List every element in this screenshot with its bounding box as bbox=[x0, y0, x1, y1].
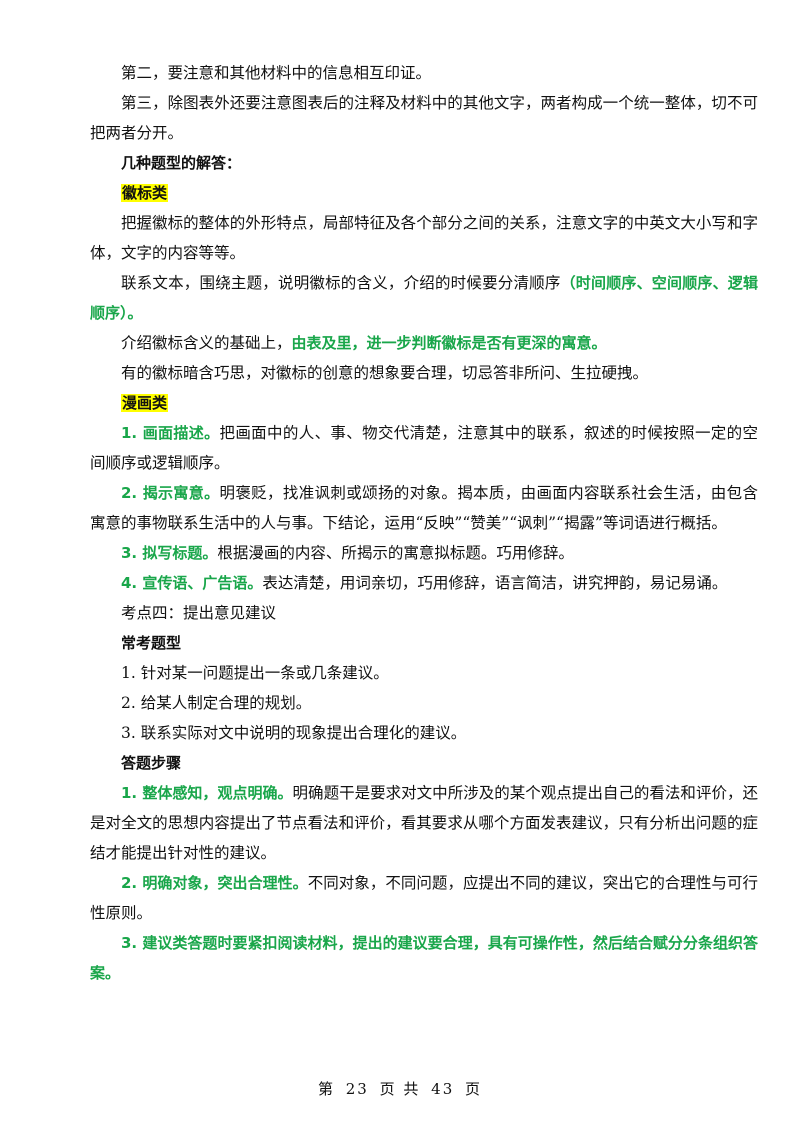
paragraph: 2. 揭示寓意。明褒贬，找准讽刺或颂扬的对象。揭本质，由画面内容联系社会生活，由… bbox=[90, 478, 758, 538]
paragraph: 1. 画面描述。把画面中的人、事、物交代清楚，注意其中的联系，叙述的时候按照一定… bbox=[90, 418, 758, 478]
paragraph: 3. 拟写标题。根据漫画的内容、所揭示的寓意拟标题。巧用修辞。 bbox=[90, 538, 758, 568]
paragraph: 第三，除图表外还要注意图表后的注释及材料中的其他文字，两者构成一个统一整体，切不… bbox=[90, 88, 758, 148]
list-item-text: 3. 联系实际对文中说明的现象提出合理化的建议。 bbox=[121, 724, 467, 742]
paragraph-text: 第三，除图表外还要注意图表后的注释及材料中的其他文字，两者构成一个统一整体，切不… bbox=[90, 94, 758, 142]
heading-text: 几种题型的解答： bbox=[121, 154, 242, 172]
green-emphasis: 3. 建议类答题时要紧扣阅读材料，提出的建议要合理，具有可操作性，然后结合赋分分… bbox=[90, 934, 758, 982]
paragraph-text: 联系文本，围绕主题，说明徽标的含义，介绍的时候要分清顺序 bbox=[121, 274, 561, 292]
paragraph: 1. 整体感知，观点明确。明确题干是要求对文中所涉及的某个观点提出自己的看法和评… bbox=[90, 778, 758, 868]
paragraph-text: 介绍徽标含义的基础上， bbox=[121, 334, 292, 352]
green-emphasis: 1. 整体感知，观点明确。 bbox=[121, 784, 293, 802]
section-heading: 几种题型的解答： bbox=[90, 148, 758, 178]
paragraph-text: 不同对象，不同问题，应提出不同的建议，突出它的合理性与可行性原则。 bbox=[90, 874, 758, 922]
paragraph-text: 明确题干是要求对文中所涉及的某个观点提出自己的看法和评价，还是对全文的思想内容提… bbox=[90, 784, 758, 862]
paragraph-text: 第二，要注意和其他材料中的信息相互印证。 bbox=[121, 64, 432, 82]
green-emphasis: 3. 拟写标题。 bbox=[121, 544, 218, 562]
paragraph-text: 明褒贬，找准讽刺或颂扬的对象。揭本质，由画面内容联系社会生活，由包含寓意的事物联… bbox=[90, 484, 759, 532]
list-item: 1. 针对某一问题提出一条或几条建议。 bbox=[90, 658, 758, 688]
paragraph: 有的徽标暗含巧思，对徽标的创意的想象要合理，切忌答非所问、生拉硬拽。 bbox=[90, 358, 758, 388]
green-emphasis: （时间顺序、空间顺序、逻辑顺序）。 bbox=[90, 274, 758, 322]
heading-text: 常考题型 bbox=[121, 634, 182, 652]
paragraph: 3. 建议类答题时要紧扣阅读材料，提出的建议要合理，具有可操作性，然后结合赋分分… bbox=[90, 928, 758, 988]
paragraph-text: 把握徽标的整体的外形特点，局部特征及各个部分之间的关系，注意文字的中英文大小写和… bbox=[90, 214, 758, 262]
highlighted-heading: 徽标类 bbox=[121, 184, 169, 202]
list-item-text: 1. 针对某一问题提出一条或几条建议。 bbox=[121, 664, 389, 682]
paragraph: 联系文本，围绕主题，说明徽标的含义，介绍的时候要分清顺序（时间顺序、空间顺序、逻… bbox=[90, 268, 758, 328]
subheading: 答题步骤 bbox=[90, 748, 758, 778]
paragraph: 4. 宣传语、广告语。表达清楚，用词亲切，巧用修辞，语言简洁，讲究押韵，易记易诵… bbox=[90, 568, 758, 598]
page-total: 43 bbox=[431, 1080, 455, 1098]
paragraph-text: 根据漫画的内容、所揭示的寓意拟标题。巧用修辞。 bbox=[217, 544, 574, 562]
section-heading: 考点四：提出意见建议 bbox=[90, 598, 758, 628]
list-item-text: 2. 给某人制定合理的规划。 bbox=[121, 694, 312, 712]
paragraph-text: 有的徽标暗含巧思，对徽标的创意的想象要合理，切忌答非所问、生拉硬拽。 bbox=[121, 364, 649, 382]
footer-suffix: 页 bbox=[465, 1080, 483, 1098]
category-heading: 徽标类 bbox=[90, 178, 758, 208]
paragraph: 第二，要注意和其他材料中的信息相互印证。 bbox=[90, 58, 758, 88]
paragraph: 介绍徽标含义的基础上，由表及里，进一步判断徽标是否有更深的寓意。 bbox=[90, 328, 758, 358]
footer-prefix: 第 bbox=[317, 1080, 335, 1098]
page-footer: 第 23 页 共 43 页 bbox=[0, 1078, 800, 1099]
heading-text: 答题步骤 bbox=[121, 754, 182, 772]
paragraph-text: 表达清楚，用词亲切，巧用修辞，语言简洁，讲究押韵，易记易诵。 bbox=[262, 574, 728, 592]
green-emphasis: 由表及里，进一步判断徽标是否有更深的寓意。 bbox=[291, 334, 607, 352]
document-body: 第二，要注意和其他材料中的信息相互印证。 第三，除图表外还要注意图表后的注释及材… bbox=[90, 58, 758, 988]
paragraph: 2. 明确对象，突出合理性。不同对象，不同问题，应提出不同的建议，突出它的合理性… bbox=[90, 868, 758, 928]
paragraph: 把握徽标的整体的外形特点，局部特征及各个部分之间的关系，注意文字的中英文大小写和… bbox=[90, 208, 758, 268]
green-emphasis: 2. 揭示寓意。 bbox=[121, 484, 220, 502]
highlighted-heading: 漫画类 bbox=[121, 394, 169, 412]
category-heading: 漫画类 bbox=[90, 388, 758, 418]
page-number: 23 bbox=[345, 1080, 369, 1098]
green-emphasis: 4. 宣传语、广告语。 bbox=[121, 574, 263, 592]
list-item: 2. 给某人制定合理的规划。 bbox=[90, 688, 758, 718]
footer-middle: 页 共 bbox=[379, 1080, 421, 1098]
green-emphasis: 2. 明确对象，突出合理性。 bbox=[121, 874, 308, 892]
list-item: 3. 联系实际对文中说明的现象提出合理化的建议。 bbox=[90, 718, 758, 748]
heading-text: 考点四：提出意见建议 bbox=[121, 604, 277, 622]
green-emphasis: 1. 画面描述。 bbox=[121, 424, 220, 442]
paragraph-text: 把画面中的人、事、物交代清楚，注意其中的联系，叙述的时候按照一定的空间顺序或逻辑… bbox=[90, 424, 759, 472]
subheading: 常考题型 bbox=[90, 628, 758, 658]
